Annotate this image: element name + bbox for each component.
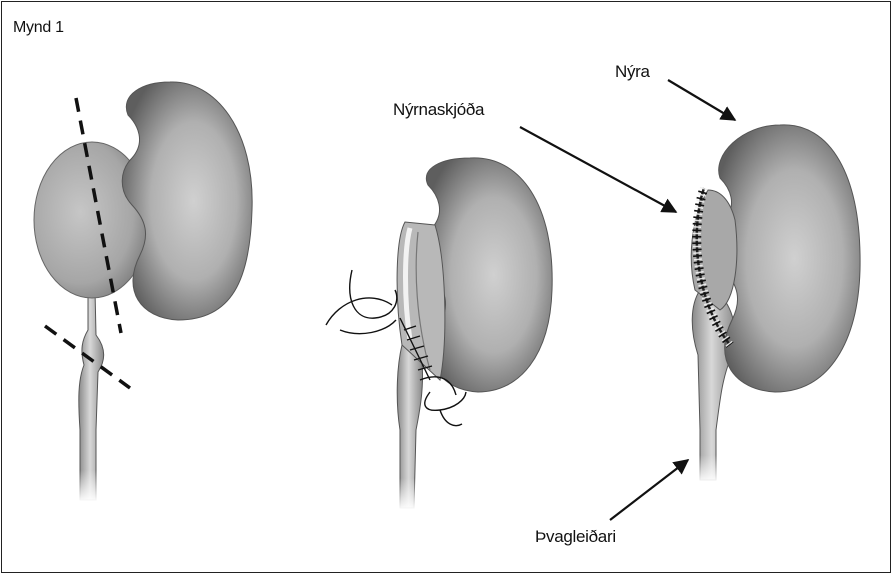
arrow-kidney — [668, 80, 735, 120]
figure-title: Mynd 1 — [13, 19, 64, 37]
label-renal-pelvis: Nýrnaskjóða — [393, 100, 484, 120]
arrow-ureter — [610, 460, 688, 520]
arrow-renal-pelvis — [520, 127, 676, 212]
panel-after-surgery — [691, 125, 860, 483]
panel-before-surgery — [34, 82, 252, 502]
panel-during-surgery — [326, 158, 552, 510]
label-kidney: Nýra — [615, 62, 650, 82]
kidney-1 — [122, 82, 252, 320]
label-ureter: Þvagleiðari — [535, 527, 616, 547]
ureter-1 — [79, 290, 104, 500]
